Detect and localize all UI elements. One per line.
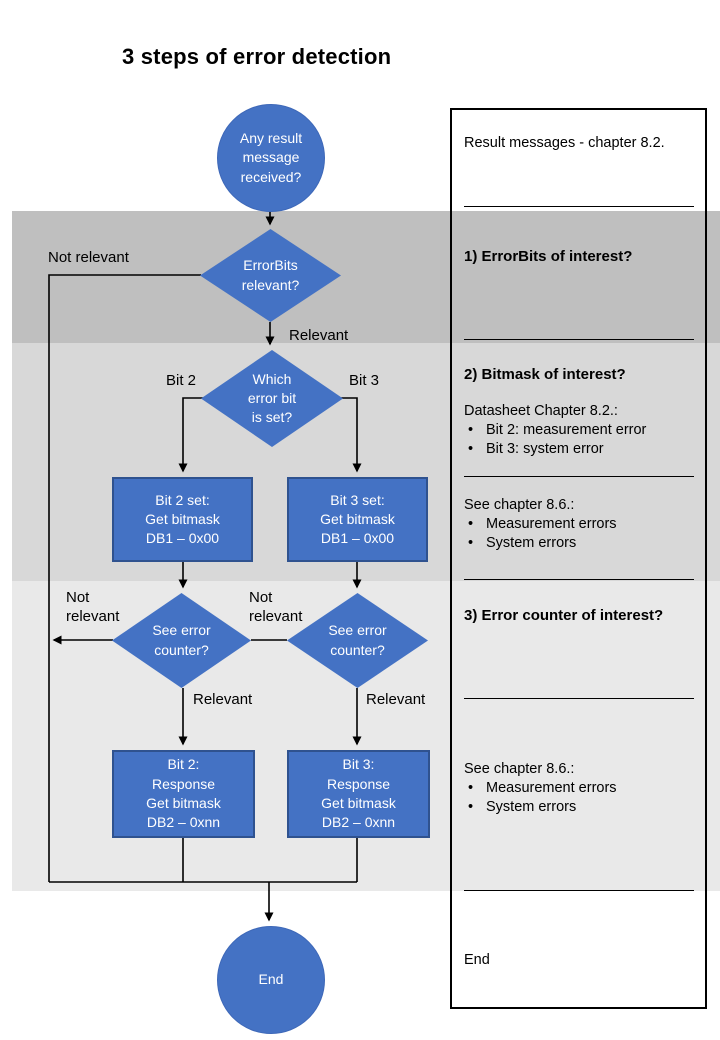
start-node-label: Any result message received? <box>239 130 303 185</box>
edge-label-bit3: Bit 3 <box>349 372 380 389</box>
panel-step2-seechapter-block: See chapter 8.6.: Measurement errors Sys… <box>464 497 691 554</box>
panel-step2-bullet-1: Bit 2: measurement error <box>464 422 691 438</box>
edge-label-not-relevant-top: Not relevant <box>48 249 129 266</box>
error-counter-left-label: See error counter? <box>152 622 211 658</box>
annotation-panel: Result messages - chapter 8.2. 1) ErrorB… <box>450 108 707 1009</box>
edge-label-bit2: Bit 2 <box>166 372 197 389</box>
bit2-set-process[interactable]: Bit 2 set: Get bitmask DB1 – 0x00 <box>112 477 253 562</box>
bit2-set-label: Bit 2 set: Get bitmask DB1 – 0x00 <box>145 491 220 547</box>
error-counter-right-label: See error counter? <box>328 622 387 658</box>
panel-step2b-bullet-list: Measurement errors System errors <box>464 516 691 551</box>
edge-label-relevant-right: Relevant <box>366 691 426 708</box>
panel-step2b-intro: See chapter 8.6.: <box>464 497 575 513</box>
panel-separator-3 <box>464 476 694 477</box>
end-node-label: End <box>258 971 284 988</box>
edge-label-not-relevant-left: Not relevant <box>66 589 120 625</box>
panel-step2-datasheet-block: Datasheet Chapter 8.2.: Bit 2: measureme… <box>464 403 691 460</box>
bit2-response-process[interactable]: Bit 2: Response Get bitmask DB2 – 0xnn <box>112 750 255 838</box>
bit3-set-label: Bit 3 set: Get bitmask DB1 – 0x00 <box>320 491 395 547</box>
panel-separator-2 <box>464 339 694 340</box>
panel-step3-intro: See chapter 8.6.: <box>464 761 575 777</box>
panel-heading-step2: 2) Bitmask of interest? <box>464 366 626 383</box>
panel-step2-intro: Datasheet Chapter 8.2.: <box>464 403 618 419</box>
errorbits-decision-label: ErrorBits relevant? <box>241 257 300 293</box>
bit3-response-process[interactable]: Bit 3: Response Get bitmask DB2 – 0xnn <box>287 750 430 838</box>
panel-step2-bullet-2: Bit 3: system error <box>464 441 691 457</box>
edge-label-relevant-top: Relevant <box>289 327 349 344</box>
bit2-response-label: Bit 2: Response Get bitmask DB2 – 0xnn <box>146 756 221 831</box>
end-node[interactable]: End <box>217 926 325 1034</box>
edge-label-not-relevant-mid: Not relevant <box>249 589 303 625</box>
panel-separator-4 <box>464 579 694 580</box>
bit3-set-process[interactable]: Bit 3 set: Get bitmask DB1 – 0x00 <box>287 477 428 562</box>
panel-note-result-messages: Result messages - chapter 8.2. <box>464 135 665 151</box>
panel-end-note: End <box>464 952 490 968</box>
panel-step3-bullet-1: Measurement errors <box>464 780 691 796</box>
edge-label-relevant-left: Relevant <box>193 691 253 708</box>
panel-heading-step3: 3) Error counter of interest? <box>464 607 664 624</box>
panel-step3-seechapter-block: See chapter 8.6.: Measurement errors Sys… <box>464 761 691 818</box>
panel-separator-5 <box>464 698 694 699</box>
panel-separator-6 <box>464 890 694 891</box>
which-bit-decision-label: Which error bit is set? <box>247 370 297 426</box>
panel-step2-bullet-list: Bit 2: measurement error Bit 3: system e… <box>464 422 691 457</box>
panel-step2b-bullet-2: System errors <box>464 535 691 551</box>
panel-step3-bullet-2: System errors <box>464 799 691 815</box>
bit3-response-label: Bit 3: Response Get bitmask DB2 – 0xnn <box>321 756 396 831</box>
panel-step2b-bullet-1: Measurement errors <box>464 516 691 532</box>
start-node[interactable]: Any result message received? <box>217 104 325 212</box>
page-title: 3 steps of error detection <box>122 44 392 69</box>
panel-separator-1 <box>464 206 694 207</box>
panel-step3-bullet-list: Measurement errors System errors <box>464 780 691 815</box>
panel-heading-step1: 1) ErrorBits of interest? <box>464 248 633 265</box>
